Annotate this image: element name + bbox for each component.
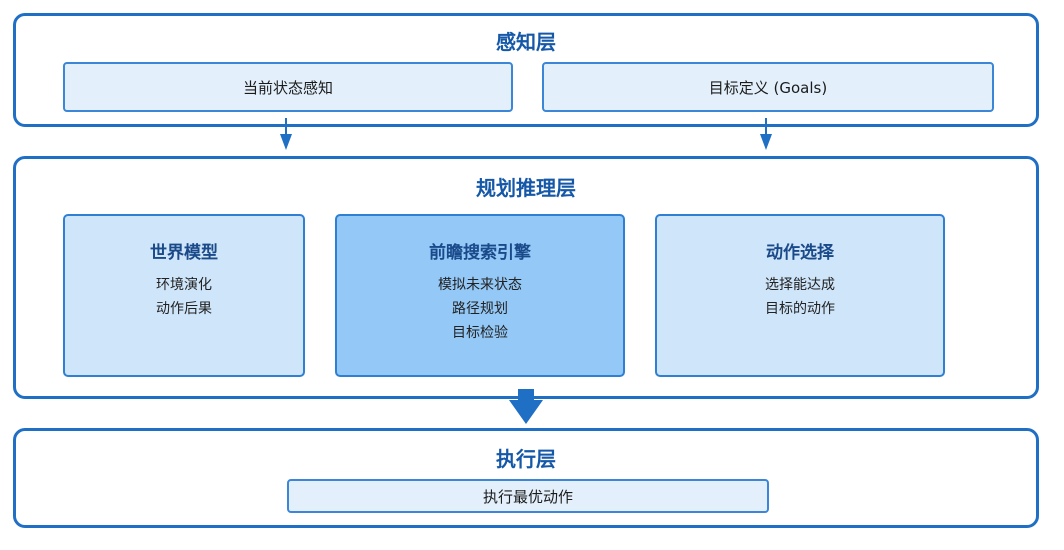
arrow-planning-to-execution [509, 389, 543, 424]
action-selection-line-1: 选择能达成 [765, 277, 835, 293]
world-model-title: 世界模型 [150, 243, 218, 263]
perception-layer: 感知层 当前状态感知 目标定义 (Goals) [13, 13, 1039, 127]
execute-best-action-box: 执行最优动作 [287, 479, 769, 513]
world-model-card: 世界模型 环境演化 动作后果 [63, 214, 305, 377]
action-selection-line-2: 目标的动作 [765, 301, 835, 317]
world-model-line-1: 环境演化 [156, 277, 212, 293]
lookahead-line-2: 路径规划 [452, 301, 508, 317]
action-selection-title: 动作选择 [766, 243, 834, 263]
lookahead-line-1: 模拟未来状态 [438, 277, 522, 293]
execution-layer-title: 执行层 [496, 447, 556, 471]
execution-layer: 执行层 执行最优动作 [13, 428, 1039, 528]
arrow-perception-left-to-planning [280, 118, 292, 150]
arrow-perception-right-to-planning [760, 118, 772, 150]
lookahead-search-engine-title: 前瞻搜索引擎 [429, 243, 531, 263]
lookahead-line-3: 目标检验 [452, 325, 508, 341]
planning-layer: 规划推理层 世界模型 环境演化 动作后果 前瞻搜索引擎 模拟未来状态 路径规划 … [13, 156, 1039, 399]
world-model-line-2: 动作后果 [156, 301, 212, 317]
lookahead-search-engine-card: 前瞻搜索引擎 模拟未来状态 路径规划 目标检验 [335, 214, 625, 377]
perception-layer-title: 感知层 [496, 30, 556, 54]
planning-layer-title: 规划推理层 [476, 176, 576, 200]
goal-definition-box: 目标定义 (Goals) [542, 62, 994, 112]
current-state-perception-box: 当前状态感知 [63, 62, 513, 112]
action-selection-card: 动作选择 选择能达成 目标的动作 [655, 214, 945, 377]
